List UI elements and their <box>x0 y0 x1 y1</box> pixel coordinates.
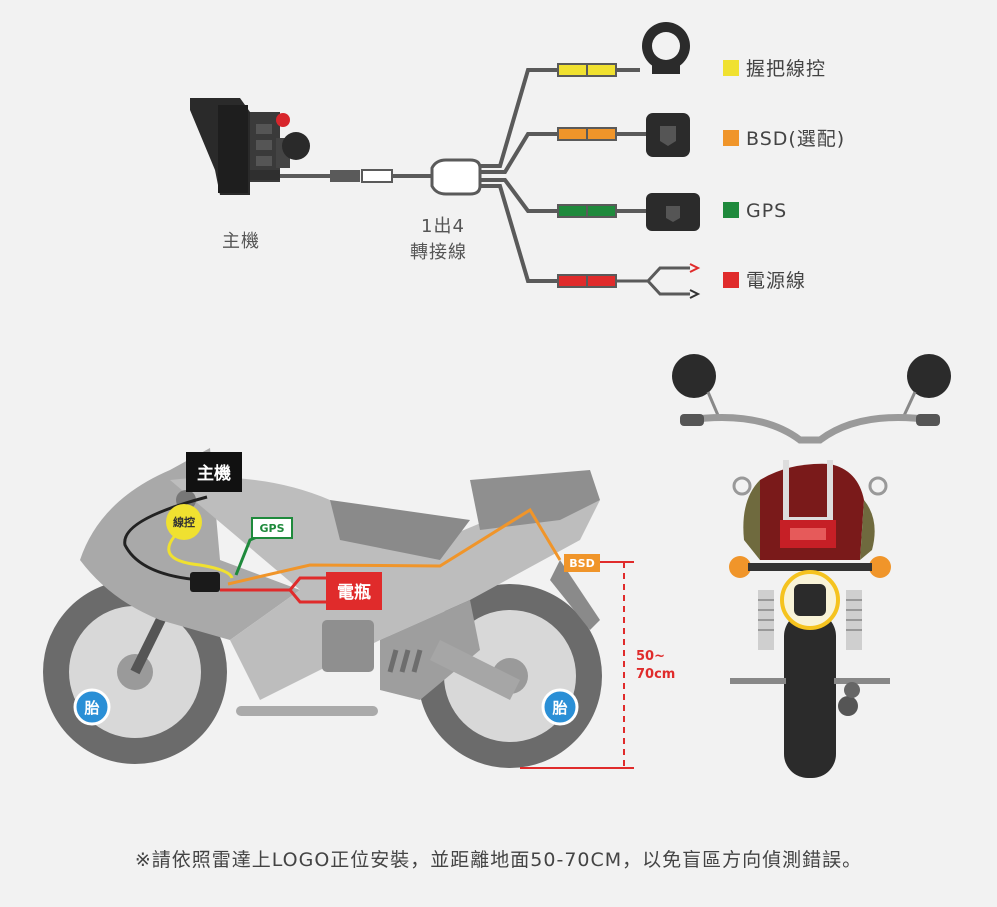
footnote: ※請依照雷達上LOGO正位安裝，並距離地面50-70CM，以免盲區方向偵測錯誤。 <box>134 849 863 871</box>
motorcycle-side-view <box>43 448 602 768</box>
legend-label-gps: GPS <box>746 200 787 222</box>
legend-label-bsd: BSD(選配) <box>746 128 845 150</box>
host-unit <box>190 98 310 195</box>
legend-swatch-remote <box>723 60 739 76</box>
bsd-tag: BSD <box>564 554 600 572</box>
rear-tire-tag: 胎 <box>541 688 579 726</box>
remote-tag-text: 線控 <box>173 515 195 529</box>
legend-label-power: 電源線 <box>746 270 806 292</box>
legend-swatch-gps <box>723 202 739 218</box>
splitter-label-line2: 轉接線 <box>410 242 467 263</box>
splitter-connector <box>430 158 482 196</box>
front-tire-tag: 胎 <box>73 688 111 726</box>
battery-tag-text: 電瓶 <box>337 582 371 603</box>
host-connector <box>190 572 220 592</box>
remote-tag: 線控 <box>166 504 202 540</box>
battery-tag: 電瓶 <box>326 572 382 610</box>
bsd-sensor-device <box>646 113 690 157</box>
splitter-label-line1: 1出4 <box>421 216 465 237</box>
host-tag-text: 主機 <box>197 463 231 484</box>
legend-label-remote: 握把線控 <box>746 58 826 80</box>
gps-module-device <box>646 193 700 231</box>
legend-swatch-bsd <box>723 130 739 146</box>
gps-tag: GPS <box>251 517 293 539</box>
legend-swatch-power <box>723 272 739 288</box>
host-label: 主機 <box>222 231 260 252</box>
front-tire-tag-text: 胎 <box>84 699 99 717</box>
height-label-line2: 70cm <box>636 667 675 682</box>
host-tag: 主機 <box>186 452 242 492</box>
height-label-line1: 50~ <box>636 649 665 664</box>
gps-tag-text: GPS <box>259 522 284 535</box>
handlebar-remote-device <box>642 22 690 74</box>
rear-tire-tag-text: 胎 <box>552 699 567 717</box>
bsd-tag-text: BSD <box>569 557 594 570</box>
motorcycle-rear-view <box>672 354 951 778</box>
